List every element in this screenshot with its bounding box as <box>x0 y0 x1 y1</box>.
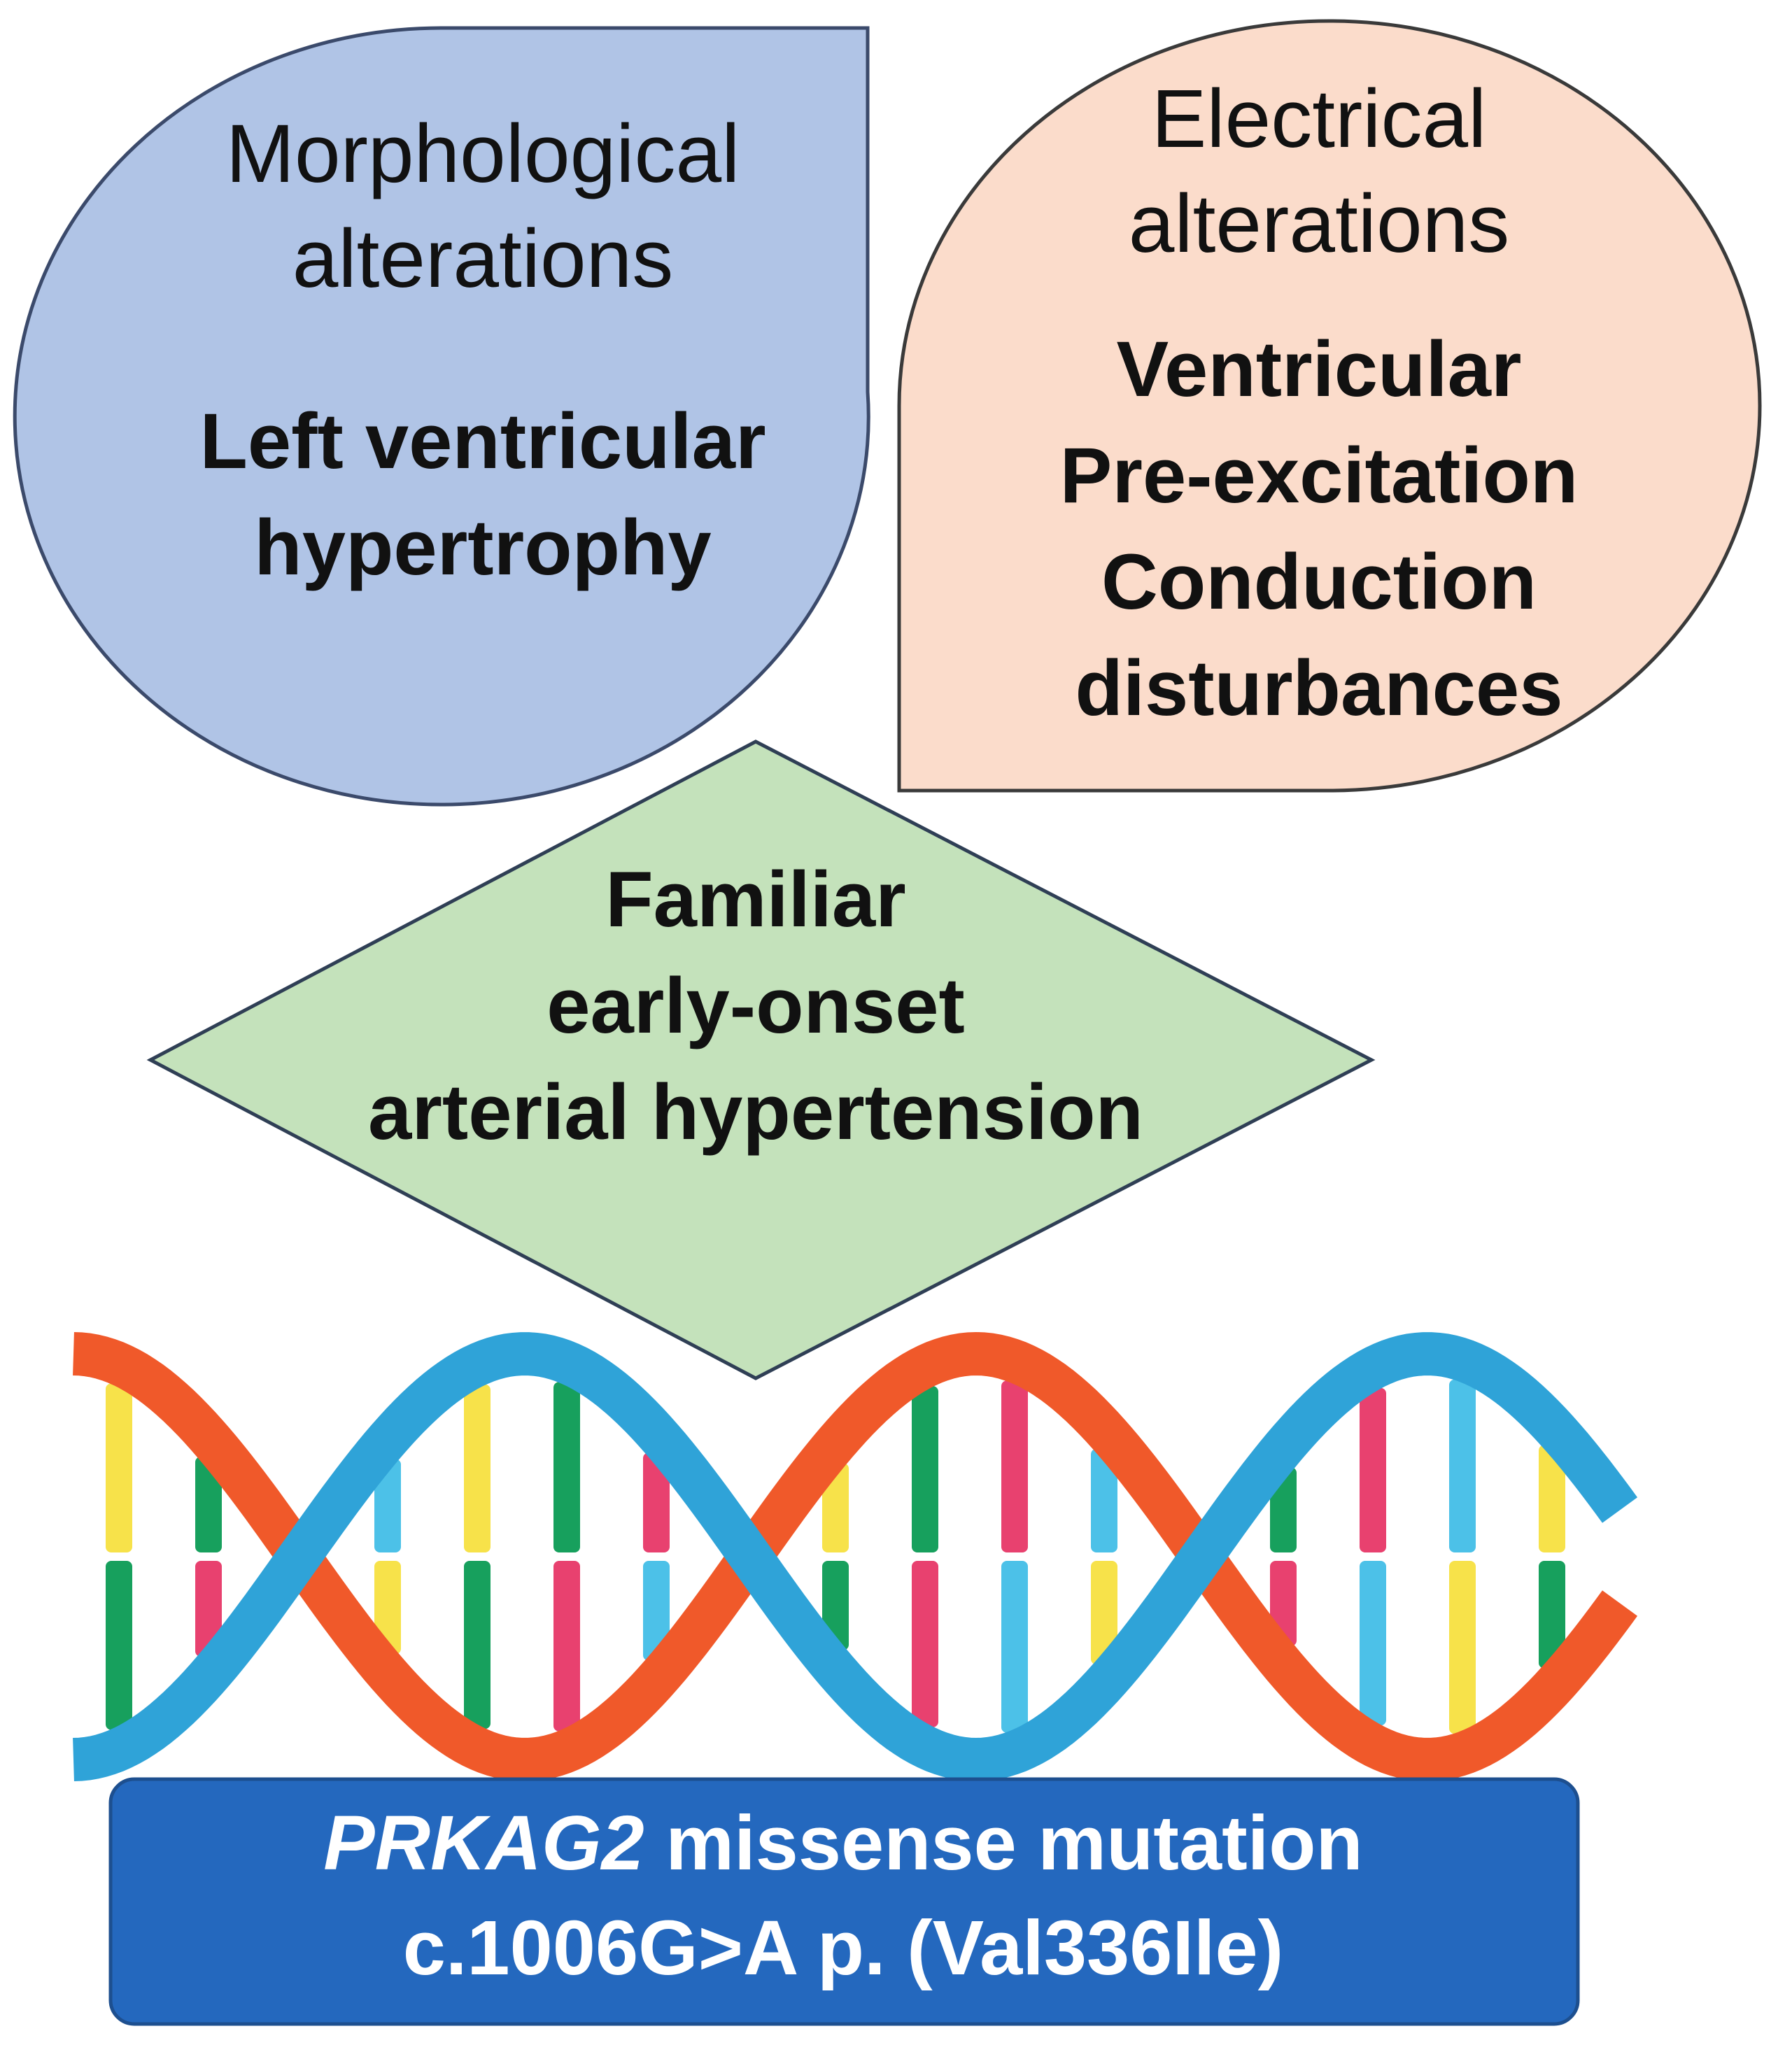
dna-base <box>1091 1448 1117 1552</box>
dna-base <box>464 1561 491 1729</box>
dna-base <box>106 1561 132 1730</box>
dna-base <box>1001 1561 1028 1733</box>
dna-base <box>1539 1445 1565 1552</box>
dna-helix-illustration <box>73 1331 1638 1782</box>
dna-base <box>1539 1561 1565 1669</box>
electrical-heading-line: Electrical <box>1151 73 1487 165</box>
morphological-heading-line: alterations <box>292 213 674 305</box>
mutation-banner <box>108 1777 1580 2026</box>
phenotype-line: Familiar <box>605 856 906 943</box>
phenotype-line: arterial hypertension <box>368 1068 1143 1156</box>
dna-strand-blue <box>73 1332 1638 1782</box>
dna-base <box>1360 1387 1386 1552</box>
phenotype-text: Familiar early-onset arterial hypertensi… <box>266 847 1246 1166</box>
mutation-type: missense mutation <box>665 1800 1363 1886</box>
morphological-item: hypertrophy <box>254 504 712 591</box>
dna-base <box>464 1384 491 1552</box>
electrical-items: Ventricular Pre-excitation Conduction di… <box>910 316 1728 742</box>
dna-base <box>1001 1380 1028 1552</box>
dna-base <box>1449 1379 1476 1552</box>
gene-name: PRKAG2 <box>323 1800 644 1886</box>
dna-base <box>643 1561 670 1661</box>
morphological-item: Left ventricular <box>199 397 766 485</box>
morphological-heading: Morphological alterations <box>70 101 896 311</box>
morphological-shape <box>13 26 870 807</box>
electrical-shape <box>897 19 1762 793</box>
dna-base <box>553 1382 580 1552</box>
mutation-variant: c.1006G>A p. (Val336Ile) <box>402 1905 1284 1991</box>
dna-base <box>912 1386 938 1552</box>
dna-base <box>643 1452 670 1552</box>
dna-base <box>195 1561 222 1657</box>
dna-base <box>912 1561 938 1727</box>
dna-base <box>553 1561 580 1732</box>
dna-base <box>374 1459 401 1552</box>
dna-base <box>1360 1561 1386 1726</box>
dna-base <box>1091 1561 1117 1665</box>
phenotype-line: early-onset <box>546 962 965 1049</box>
dna-base-pairs <box>106 1379 1565 1734</box>
dna-base <box>374 1561 401 1655</box>
electrical-item: Conduction <box>1101 538 1537 625</box>
dna-base <box>106 1383 132 1552</box>
electrical-heading: Electrical alterations <box>910 66 1728 276</box>
electrical-item: Pre-excitation <box>1059 432 1579 519</box>
mutation-text: PRKAG2 missense mutation c.1006G>A p. (V… <box>115 1791 1571 2001</box>
phenotype-diamond <box>146 740 1376 1380</box>
dna-base <box>1449 1561 1476 1734</box>
electrical-heading-line: alterations <box>1128 178 1510 270</box>
dna-strand-orange <box>73 1331 1638 1781</box>
morphological-items: Left ventricular hypertrophy <box>70 388 896 601</box>
electrical-item: disturbances <box>1075 644 1563 732</box>
mutation-line-1: PRKAG2 missense mutation <box>115 1791 1571 1896</box>
morphological-heading-line: Morphological <box>225 108 740 200</box>
electrical-item: Ventricular <box>1116 325 1522 413</box>
dna-base <box>195 1457 222 1552</box>
